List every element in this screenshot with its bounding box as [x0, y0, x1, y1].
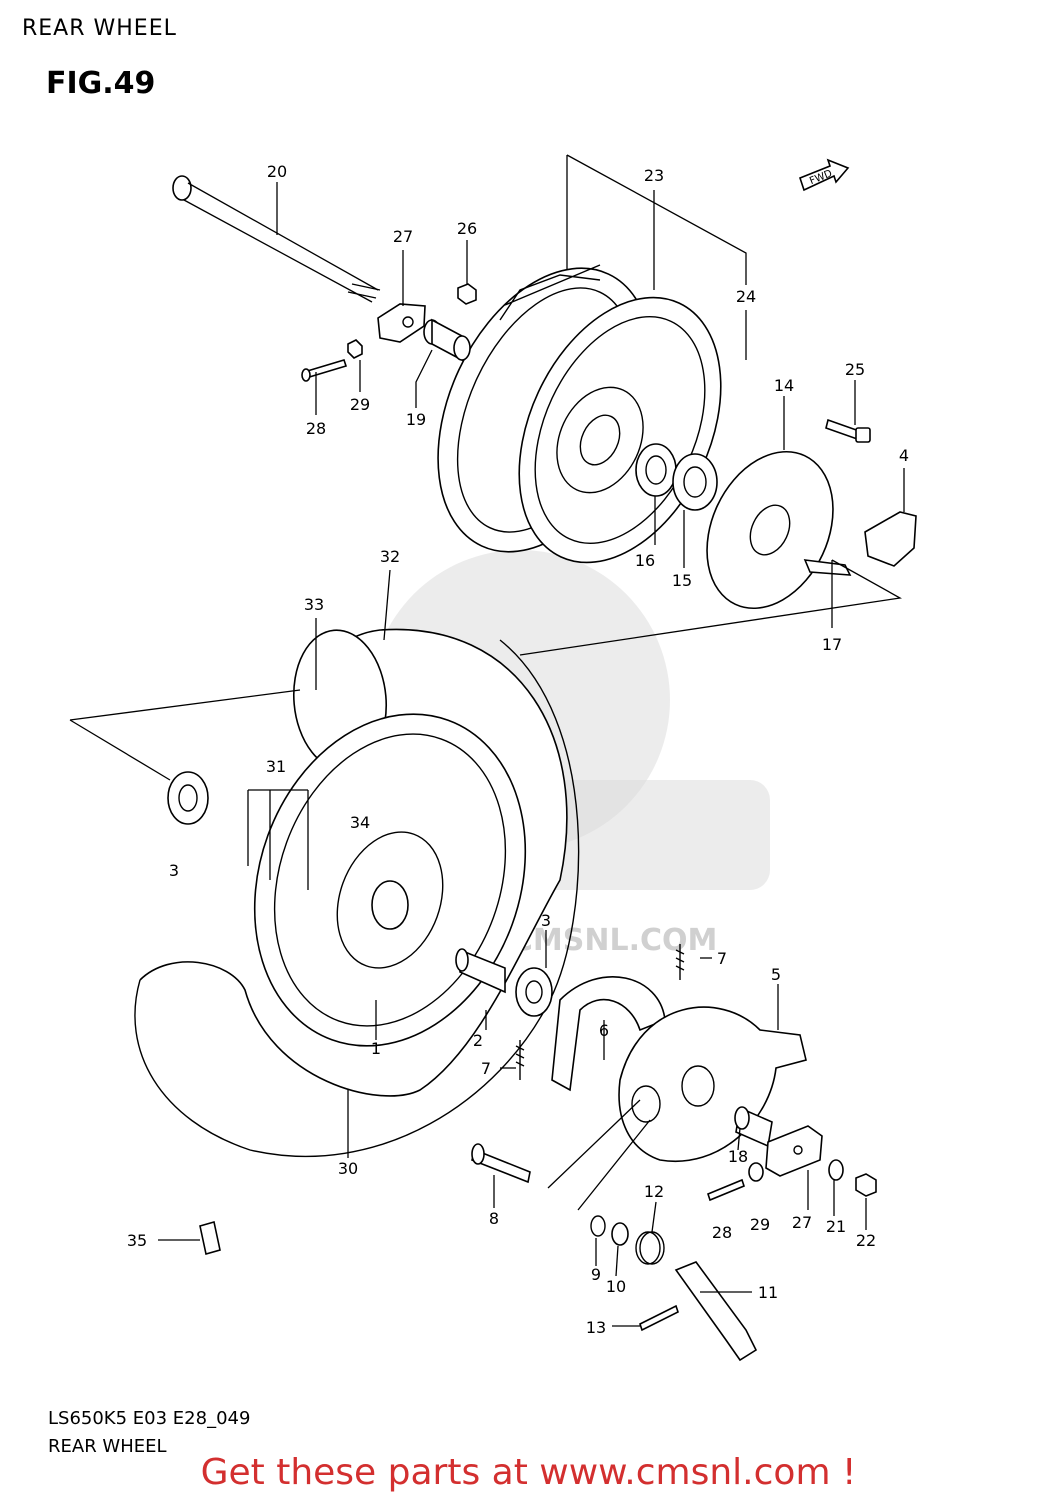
callout: 22	[856, 1231, 876, 1250]
callout-labels: 20 23 27 26 24 28 29 19 25 14 4 32 16 15…	[127, 162, 909, 1337]
part-spacer-2	[455, 948, 506, 994]
callout: 9	[591, 1265, 601, 1284]
callout: 17	[822, 635, 842, 654]
callout: 29	[350, 395, 370, 414]
callout: 32	[380, 547, 400, 566]
callout: 34	[350, 813, 370, 832]
part-bolt-25	[825, 418, 871, 443]
callout: 29	[750, 1215, 770, 1234]
callout: 21	[826, 1217, 846, 1236]
callout: 19	[406, 410, 426, 429]
page-title: REAR WHEEL	[22, 16, 177, 41]
callout: 28	[712, 1223, 732, 1242]
callout: 8	[489, 1209, 499, 1228]
part-cam-8	[471, 1143, 531, 1184]
callout: 23	[644, 166, 664, 185]
part-bearing-3	[167, 771, 553, 1017]
part-bearing-16	[635, 443, 677, 497]
part-spring-7	[515, 944, 685, 1080]
callout: 13	[586, 1318, 606, 1337]
callout: 28	[306, 419, 326, 438]
callout: 33	[304, 595, 324, 614]
callout: 4	[899, 446, 909, 465]
part-brake-panel	[618, 1006, 807, 1163]
part-oring-9	[590, 1215, 606, 1237]
fwd-label: FWD	[808, 168, 834, 187]
part-cushion	[864, 511, 917, 567]
part-washer-29	[748, 1162, 764, 1182]
part-bolt-13	[639, 1304, 679, 1332]
diagram-code: LS650K5 E03 E28_049	[48, 1408, 251, 1429]
callout: 35	[127, 1231, 147, 1250]
part-washer-10	[611, 1222, 629, 1246]
part-sprocket	[518, 296, 722, 564]
part-bolt-28	[707, 1178, 745, 1202]
callout: 18	[728, 1147, 748, 1166]
part-collar-18	[734, 1106, 773, 1148]
figure-number: FIG.49	[46, 66, 156, 101]
forward-arrow-icon: FWD	[799, 158, 850, 192]
part-nut-22	[855, 1173, 877, 1197]
callout: 27	[393, 227, 413, 246]
callout: 26	[457, 219, 477, 238]
callout: 16	[635, 551, 655, 570]
part-sprocket-mount-drum	[706, 450, 852, 610]
callout: 2	[473, 1031, 483, 1050]
callout: 5	[771, 965, 781, 984]
callout: 30	[338, 1159, 358, 1178]
callout: 7	[717, 949, 727, 968]
callout: 12	[644, 1182, 664, 1201]
promo-banner-link[interactable]: Get these parts at www.cmsnl.com !	[200, 1452, 857, 1493]
part-washer-21	[828, 1159, 844, 1181]
part-chain-adjuster	[377, 303, 426, 343]
callout: 20	[267, 162, 287, 181]
callout: 3	[541, 911, 551, 930]
callout: 14	[774, 376, 794, 395]
diagram-name: REAR WHEEL	[48, 1436, 167, 1457]
callout: 3	[169, 861, 179, 880]
callout: 31	[266, 757, 286, 776]
part-valve-35	[199, 1220, 221, 1256]
part-bearing-15	[672, 453, 718, 511]
callout: 7	[481, 1059, 491, 1078]
callout: 25	[845, 360, 865, 379]
callout: 10	[606, 1277, 626, 1296]
callout: 15	[672, 571, 692, 590]
part-spacer	[423, 318, 471, 362]
part-bolt	[301, 359, 348, 382]
part-brake-arm-11	[674, 1261, 758, 1362]
callout: 24	[736, 287, 756, 306]
part-stopper-27	[765, 1125, 823, 1177]
part-nut	[347, 283, 477, 359]
leader-lines	[69, 154, 905, 1327]
part-spring-12	[635, 1231, 665, 1265]
callout: 1	[371, 1039, 381, 1058]
callout: 6	[599, 1021, 609, 1040]
callout: 11	[758, 1283, 778, 1302]
part-axle	[172, 175, 381, 303]
callout: 27	[792, 1213, 812, 1232]
